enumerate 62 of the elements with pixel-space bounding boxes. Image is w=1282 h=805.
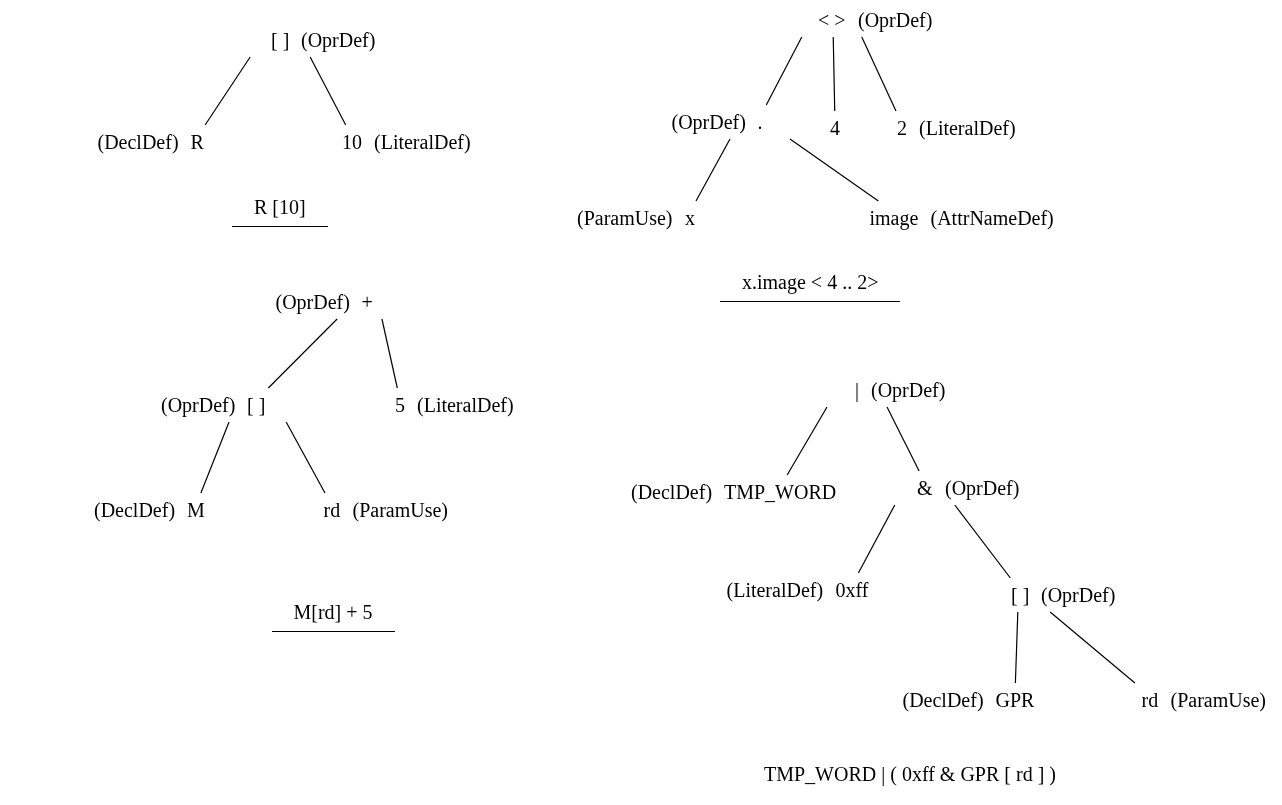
tree-node-label: 0xff: [835, 579, 869, 601]
tree-node-label: +: [361, 291, 373, 313]
tree-node-label: image: [869, 207, 919, 229]
node-annotation: (DeclDef): [902, 689, 984, 711]
node-annotation: (OprDef): [671, 111, 746, 133]
node-annotation: (OprDef): [858, 9, 933, 31]
node-annotation: (LiteralDef): [726, 579, 824, 601]
tree-branch: [886, 406, 920, 472]
expression-caption: x.image < 4 .. 2>: [720, 271, 901, 302]
node-annotation: (OprDef): [161, 394, 236, 416]
node-annotation: (OprDef): [301, 29, 376, 51]
tree-branch: [309, 56, 347, 126]
node-annotation: (DeclDef): [97, 131, 179, 153]
expression-caption: M[rd] + 5: [271, 601, 395, 632]
tree-node-label: x: [685, 207, 695, 229]
tree-node-label: 2: [897, 117, 907, 139]
node-annotation: (OprDef): [275, 291, 350, 313]
tree-node-label: rd: [323, 499, 341, 521]
node-annotation: (LiteralDef): [374, 131, 471, 153]
tree-branch: [695, 138, 731, 202]
node-annotation: (DeclDef): [94, 499, 176, 521]
tree-node-label: 5: [395, 394, 405, 416]
node-annotation: (OprDef): [945, 477, 1020, 499]
tree-branch: [857, 504, 896, 574]
tree-node-label: [ ]: [247, 394, 266, 416]
node-annotation: (AttrNameDef): [930, 207, 1054, 229]
tree-node-label: 10: [342, 131, 362, 153]
node-annotation: (LiteralDef): [919, 117, 1016, 139]
tree-node-label: TMP_WORD: [724, 481, 837, 503]
tree-branch: [285, 421, 326, 494]
tree-branch: [861, 36, 897, 112]
node-annotation: (DeclDef): [631, 481, 713, 503]
tree-node-label: 4: [830, 117, 840, 139]
tree-branch: [789, 138, 879, 202]
expression-caption: R [10]: [232, 196, 328, 227]
tree-branch: [765, 36, 803, 106]
tree-branch: [832, 36, 836, 112]
node-annotation: (LiteralDef): [417, 394, 514, 416]
tree-node-label: &: [917, 477, 933, 499]
expression-caption: TMP_WORD | ( 0xff & GPR [ rd ] ): [764, 763, 1056, 785]
tree-node-label: R: [190, 131, 204, 153]
tree-node-label: < >: [818, 9, 846, 31]
tree-branch: [381, 318, 398, 389]
node-annotation: (ParamUse): [352, 499, 449, 521]
tree-branch: [786, 406, 828, 476]
tree-branch: [200, 421, 230, 494]
node-annotation: (ParamUse): [1170, 689, 1267, 711]
tree-branch: [204, 56, 251, 126]
tree-branch: [954, 504, 1011, 579]
tree-branch: [1049, 611, 1136, 684]
node-annotation: (OprDef): [871, 379, 946, 401]
tree-branch: [1014, 611, 1019, 684]
tree-node-label: rd: [1141, 689, 1159, 711]
tree-node-label: M: [187, 499, 205, 521]
tree-branch: [267, 318, 338, 389]
tree-node-label: [ ]: [1011, 584, 1030, 606]
tree-node-label: .: [757, 111, 763, 133]
node-annotation: (OprDef): [1041, 584, 1116, 606]
node-annotation: (ParamUse): [577, 207, 673, 229]
tree-node-label: [ ]: [271, 29, 290, 51]
tree-node-label: |: [855, 379, 859, 401]
tree-node-label: GPR: [995, 689, 1035, 711]
